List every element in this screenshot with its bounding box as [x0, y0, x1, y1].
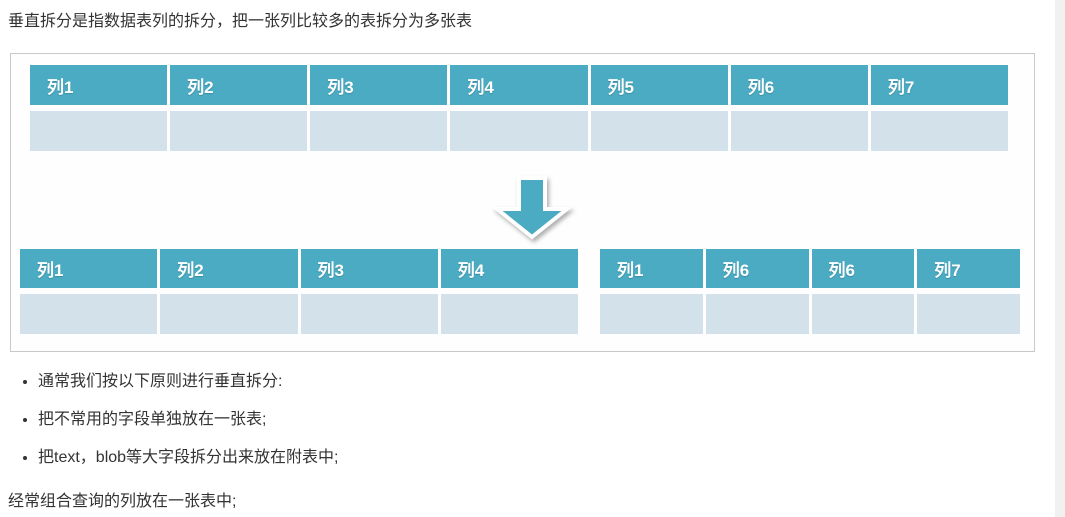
empty-cell [811, 294, 915, 334]
split-table-right-header-row: 列1 列6 列6 列7 [600, 249, 1020, 288]
bullet-item: 把text，blob等大字段拆分出来放在附表中; [38, 446, 339, 470]
empty-cell [600, 294, 703, 334]
header-cell: 列2 [170, 65, 308, 105]
bullet-list: 通常我们按以下原则进行垂直拆分: 把不常用的字段单独放在一张表; 把text，b… [8, 370, 339, 484]
header-cell: 列1 [20, 249, 158, 288]
footer-text: 经常组合查询的列放在一张表中; [8, 493, 237, 510]
empty-cell [705, 294, 809, 334]
empty-cell [20, 294, 158, 334]
bullet-item: 通常我们按以下原则进行垂直拆分: [38, 370, 339, 394]
header-cell: 列1 [600, 249, 703, 288]
header-cell: 列1 [30, 65, 168, 105]
empty-cell [870, 111, 1008, 151]
source-table-body-row [30, 111, 1008, 151]
bullet-item: 把不常用的字段单独放在一张表; [38, 408, 339, 432]
empty-cell [917, 294, 1020, 334]
scrollbar-track[interactable] [1055, 0, 1065, 517]
header-cell: 列6 [811, 249, 915, 288]
split-table-left-header-row: 列1 列2 列3 列4 [20, 249, 578, 288]
header-cell: 列5 [590, 65, 728, 105]
header-cell: 列6 [705, 249, 809, 288]
down-arrow-icon [491, 176, 573, 240]
empty-cell [300, 294, 438, 334]
source-table-header-row: 列1 列2 列3 列4 列5 列6 列7 [30, 65, 1008, 105]
header-cell: 列2 [160, 249, 298, 288]
empty-cell [160, 294, 298, 334]
source-table: 列1 列2 列3 列4 列5 列6 列7 [30, 65, 1008, 151]
header-cell: 列7 [870, 65, 1008, 105]
header-cell: 列4 [450, 65, 588, 105]
split-table-left-body-row [20, 294, 578, 334]
header-cell: 列3 [310, 65, 448, 105]
empty-cell [30, 111, 168, 151]
split-table-right: 列1 列6 列6 列7 [600, 249, 1020, 334]
header-cell: 列6 [730, 65, 868, 105]
empty-cell [170, 111, 308, 151]
header-cell: 列7 [917, 249, 1020, 288]
header-cell: 列4 [440, 249, 578, 288]
empty-cell [590, 111, 728, 151]
empty-cell [730, 111, 868, 151]
empty-cell [310, 111, 448, 151]
split-table-right-body-row [600, 294, 1020, 334]
header-cell: 列3 [300, 249, 438, 288]
split-table-left: 列1 列2 列3 列4 [20, 249, 578, 334]
diagram-panel: 列1 列2 列3 列4 列5 列6 列7 列1 列2 列3 列4 [10, 53, 1035, 352]
intro-text: 垂直拆分是指数据表列的拆分，把一张列比较多的表拆分为多张表 [8, 13, 473, 30]
empty-cell [450, 111, 588, 151]
empty-cell [440, 294, 578, 334]
